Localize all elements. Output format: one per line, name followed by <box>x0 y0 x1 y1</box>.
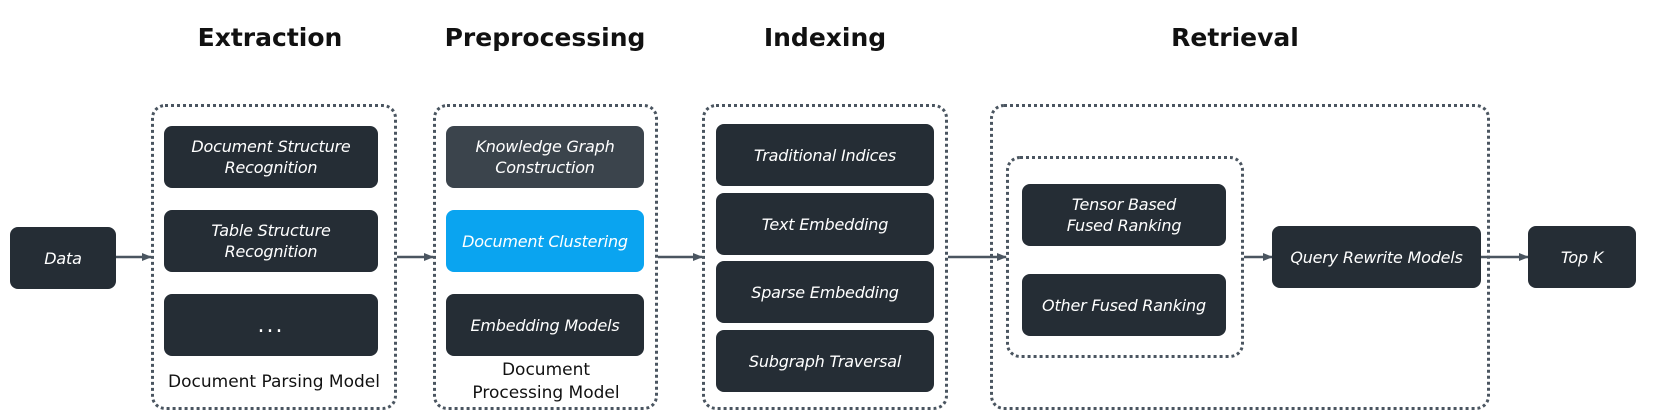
fused-item-other: Other Fused Ranking <box>1022 274 1226 336</box>
preprocessing-item-label: Knowledge Graph Construction <box>475 137 615 177</box>
extraction-item-document-structure: Document Structure Recognition <box>164 126 378 188</box>
data-node-label: Data <box>44 248 82 268</box>
query-rewrite-label: Query Rewrite Models <box>1290 247 1463 267</box>
preprocessing-item-knowledge-graph: Knowledge Graph Construction <box>446 126 644 188</box>
indexing-item-label: Subgraph Traversal <box>748 351 902 371</box>
top-k-node: Top K <box>1528 226 1636 288</box>
indexing-item-traditional-indices: Traditional Indices <box>716 124 934 186</box>
indexing-item-subgraph-traversal: Subgraph Traversal <box>716 330 934 392</box>
extraction-item-label: Document Structure Recognition <box>191 137 351 177</box>
preprocessing-item-embedding-models: Embedding Models <box>446 294 644 356</box>
heading-indexing: Indexing <box>763 23 887 52</box>
fused-item-label: Other Fused Ranking <box>1042 295 1206 315</box>
extraction-item-table-structure: Table Structure Recognition <box>164 210 378 272</box>
query-rewrite-node: Query Rewrite Models <box>1272 226 1481 288</box>
indexing-item-sparse-embedding: Sparse Embedding <box>716 261 934 323</box>
indexing-item-label: Sparse Embedding <box>751 282 899 302</box>
preprocessing-item-label: Document Clustering <box>462 231 628 251</box>
extraction-group <box>151 104 397 410</box>
extraction-caption: Document Parsing Model <box>168 372 380 392</box>
fused-ranking-subgroup <box>1006 156 1244 358</box>
indexing-item-text-embedding: Text Embedding <box>716 193 934 255</box>
data-node: Data <box>10 227 116 289</box>
preprocessing-item-document-clustering: Document Clustering <box>446 210 644 272</box>
preprocessing-caption: Document Processing Model <box>472 360 620 403</box>
fused-item-label: Tensor Based Fused Ranking <box>1066 195 1182 235</box>
fused-item-tensor-based: Tensor Based Fused Ranking <box>1022 184 1226 246</box>
preprocessing-group <box>433 104 658 410</box>
extraction-item-more: ... <box>164 294 378 356</box>
heading-extraction: Extraction <box>197 23 343 52</box>
heading-preprocessing: Preprocessing <box>444 23 646 52</box>
ellipsis-label: ... <box>257 312 285 338</box>
indexing-group <box>702 104 948 410</box>
indexing-item-label: Text Embedding <box>761 214 889 234</box>
top-k-label: Top K <box>1560 247 1604 267</box>
heading-retrieval: Retrieval <box>1171 23 1299 52</box>
indexing-item-label: Traditional Indices <box>753 145 897 165</box>
preprocessing-item-label: Embedding Models <box>470 315 620 335</box>
extraction-item-label: Table Structure Recognition <box>211 221 331 261</box>
retrieval-group <box>990 104 1490 410</box>
